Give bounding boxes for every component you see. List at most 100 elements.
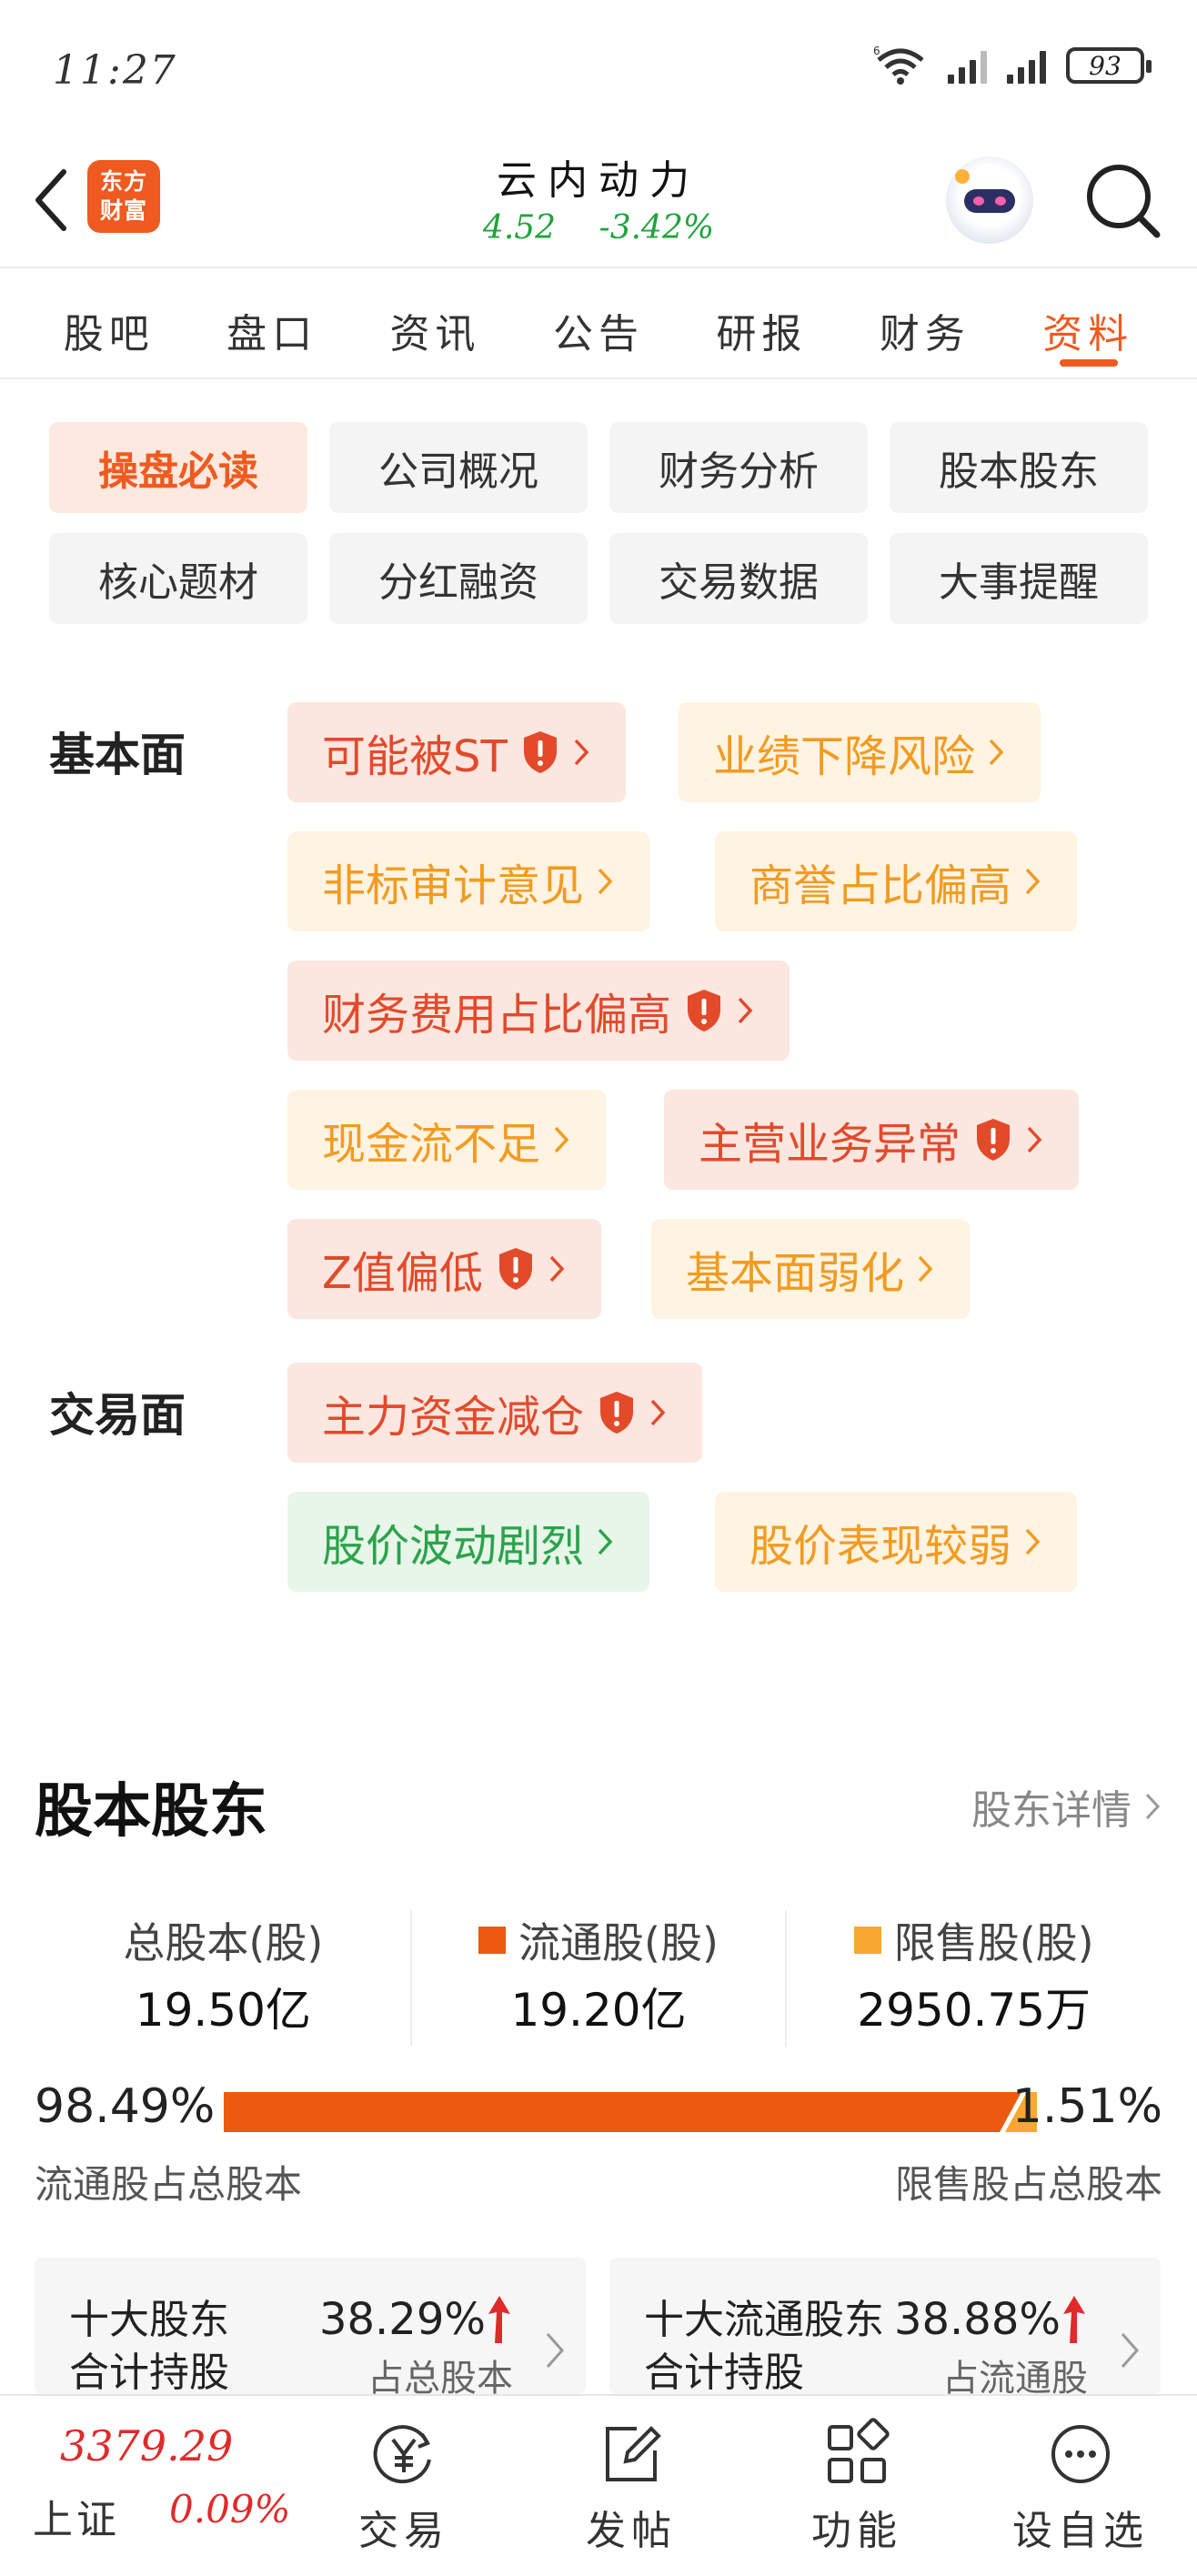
grid-icon <box>828 2418 890 2483</box>
subnav-dividends[interactable]: 分红融资 <box>329 533 588 624</box>
risk-tag[interactable]: 基本面弱化 <box>651 1219 971 1319</box>
brand-logo[interactable]: 东方财富 <box>87 160 160 233</box>
nav-post[interactable]: 发帖 <box>549 2418 713 2556</box>
tab-finance[interactable]: 财务 <box>879 311 971 357</box>
stat-label: 流通股(股) <box>518 1918 719 1967</box>
warning-shield-icon <box>977 1119 1011 1161</box>
risk-tag-label: 主力资金减仓 <box>322 1392 585 1443</box>
restricted-ratio-desc: 限售股占总股本 <box>894 2162 1162 2207</box>
chevron-right-icon <box>1145 1793 1161 1820</box>
risk-tag-label: 业绩下降风险 <box>713 731 976 782</box>
warning-shield-icon <box>498 1248 532 1290</box>
chevron-right-icon <box>574 739 589 766</box>
restricted-swatch <box>853 1927 881 1954</box>
stock-name: 云内动力 <box>497 157 700 204</box>
warning-shield-icon <box>523 731 557 773</box>
share-ratio-row: 98.49% 1.51% <box>35 2079 1162 2139</box>
status-time: 11:27 <box>53 47 177 94</box>
signal-icon <box>1007 47 1046 84</box>
risk-tag[interactable]: 商誉占比偏高 <box>715 831 1078 931</box>
chevron-right-icon <box>554 1126 569 1153</box>
share-stats: 总股本(股) 19.50亿 流通股(股) 19.20亿 限售股(股) 2950.… <box>36 1910 1161 2047</box>
subnav-trading-essentials[interactable]: 操盘必读 <box>49 422 307 513</box>
subnav-trading-data[interactable]: 交易数据 <box>609 533 868 624</box>
risk-tag[interactable]: 非标审计意见 <box>287 831 650 931</box>
risk-tag[interactable]: 业绩下降风险 <box>679 702 1041 802</box>
tab-profile[interactable]: 资料 <box>1020 270 1156 377</box>
stat-total-shares: 总股本(股) 19.50亿 <box>36 1910 410 2047</box>
restricted-segment <box>1005 2092 1037 2132</box>
chevron-right-icon <box>1025 868 1041 895</box>
status-icons: 6 93 <box>873 45 1152 86</box>
bottom-nav-bar: 3379.29 上证 0.09% 交易 发帖 功能 设自选 <box>0 2394 1197 2576</box>
nav-label: 设自选 <box>1012 2508 1149 2554</box>
search-button[interactable] <box>1082 160 1164 242</box>
nav-trade[interactable]: 交易 <box>322 2418 486 2556</box>
chevron-right-icon <box>738 997 753 1024</box>
holder-title-line1: 十大流通股东 <box>644 2297 884 2343</box>
battery-icon: 93 <box>1066 47 1152 84</box>
risk-tag[interactable]: 主营业务异常 <box>664 1090 1080 1190</box>
edit-icon <box>606 2426 661 2481</box>
stock-header: 东方财富 云内动力 4.52 -3.42% <box>0 136 1197 268</box>
risk-tag[interactable]: 主力资金减仓 <box>287 1363 703 1463</box>
trading-label: 交易面 <box>49 1389 186 1442</box>
assistant-robot-avatar[interactable] <box>946 156 1033 244</box>
risk-tag[interactable]: 股价波动剧烈 <box>287 1492 650 1592</box>
stat-float-shares: 流通股(股) 19.20亿 <box>409 1910 786 2047</box>
chevron-right-icon <box>598 868 613 895</box>
subnav-shareholders[interactable]: 股本股东 <box>890 422 1148 513</box>
risk-tag[interactable]: 现金流不足 <box>287 1090 607 1190</box>
more-icon <box>1051 2425 1110 2483</box>
risk-tag-label: 基本面弱化 <box>686 1248 905 1299</box>
svg-text:6: 6 <box>873 45 880 57</box>
chevron-right-icon <box>549 1255 565 1283</box>
risk-tag[interactable]: 可能被ST <box>287 702 626 802</box>
index-change: 0.09% <box>169 2487 291 2531</box>
subnav-financial-analysis[interactable]: 财务分析 <box>609 422 868 513</box>
top10-float-holders-card[interactable]: 十大流通股东 合计持股 38.88% 占流通股 <box>609 2258 1161 2394</box>
risk-tag[interactable]: Z值偏低 <box>287 1219 601 1319</box>
risk-tag-label: Z值偏低 <box>322 1248 483 1299</box>
nav-add-watchlist[interactable]: 设自选 <box>999 2418 1162 2556</box>
brand-logo-text: 东方财富 <box>100 168 148 224</box>
holder-value: 38.29% <box>318 2294 486 2345</box>
stock-quote: 4.52 -3.42% <box>0 209 1197 247</box>
float-ratio-desc: 流通股占总股本 <box>35 2162 303 2207</box>
wifi-icon: 6 <box>873 45 924 85</box>
robot-antenna <box>955 169 970 184</box>
top10-holders-card[interactable]: 十大股东 合计持股 38.29% 占总股本 <box>35 2258 586 2394</box>
tab-news[interactable]: 资讯 <box>389 311 481 357</box>
holder-title-line1: 十大股东 <box>69 2297 229 2343</box>
shareholder-detail-link[interactable]: 股东详情 <box>971 1777 1161 1836</box>
tab-guba[interactable]: 股吧 <box>63 311 155 357</box>
risk-tag-label: 现金流不足 <box>322 1119 541 1170</box>
risk-tag-label: 财务费用占比偏高 <box>322 990 672 1041</box>
chevron-right-icon <box>1025 1528 1041 1555</box>
tab-research[interactable]: 研报 <box>716 311 808 357</box>
holder-sub: 占流通股 <box>942 2358 1088 2394</box>
tab-announcements[interactable]: 公告 <box>552 311 644 357</box>
subnav-events[interactable]: 大事提醒 <box>890 533 1148 624</box>
risk-tag[interactable]: 财务费用占比偏高 <box>287 961 790 1061</box>
float-segment <box>224 2092 1021 2132</box>
battery-level: 93 <box>1089 50 1122 81</box>
tab-pankou[interactable]: 盘口 <box>226 311 318 357</box>
float-percent: 98.49% <box>35 2079 216 2134</box>
share-ratio-bar <box>224 2092 1037 2132</box>
search-icon <box>1087 165 1161 238</box>
holder-sub: 占总股本 <box>367 2358 513 2394</box>
stock-change: -3.42% <box>598 209 715 247</box>
holder-value: 38.88% <box>893 2294 1061 2345</box>
risk-tag[interactable]: 股价表现较弱 <box>715 1492 1078 1592</box>
subnav-company-overview[interactable]: 公司概况 <box>329 422 588 513</box>
nav-functions[interactable]: 功能 <box>775 2418 939 2556</box>
up-arrow-icon <box>1063 2296 1085 2343</box>
status-bar: 11:27 6 93 <box>0 0 1197 136</box>
stat-label: 总股本(股) <box>123 1918 324 1967</box>
fundamental-label: 基本面 <box>49 729 186 781</box>
subnav-core-themes[interactable]: 核心题材 <box>49 533 307 624</box>
nav-label: 功能 <box>811 2508 902 2554</box>
yuan-cycle-icon <box>373 2425 431 2484</box>
back-button[interactable] <box>24 164 78 236</box>
